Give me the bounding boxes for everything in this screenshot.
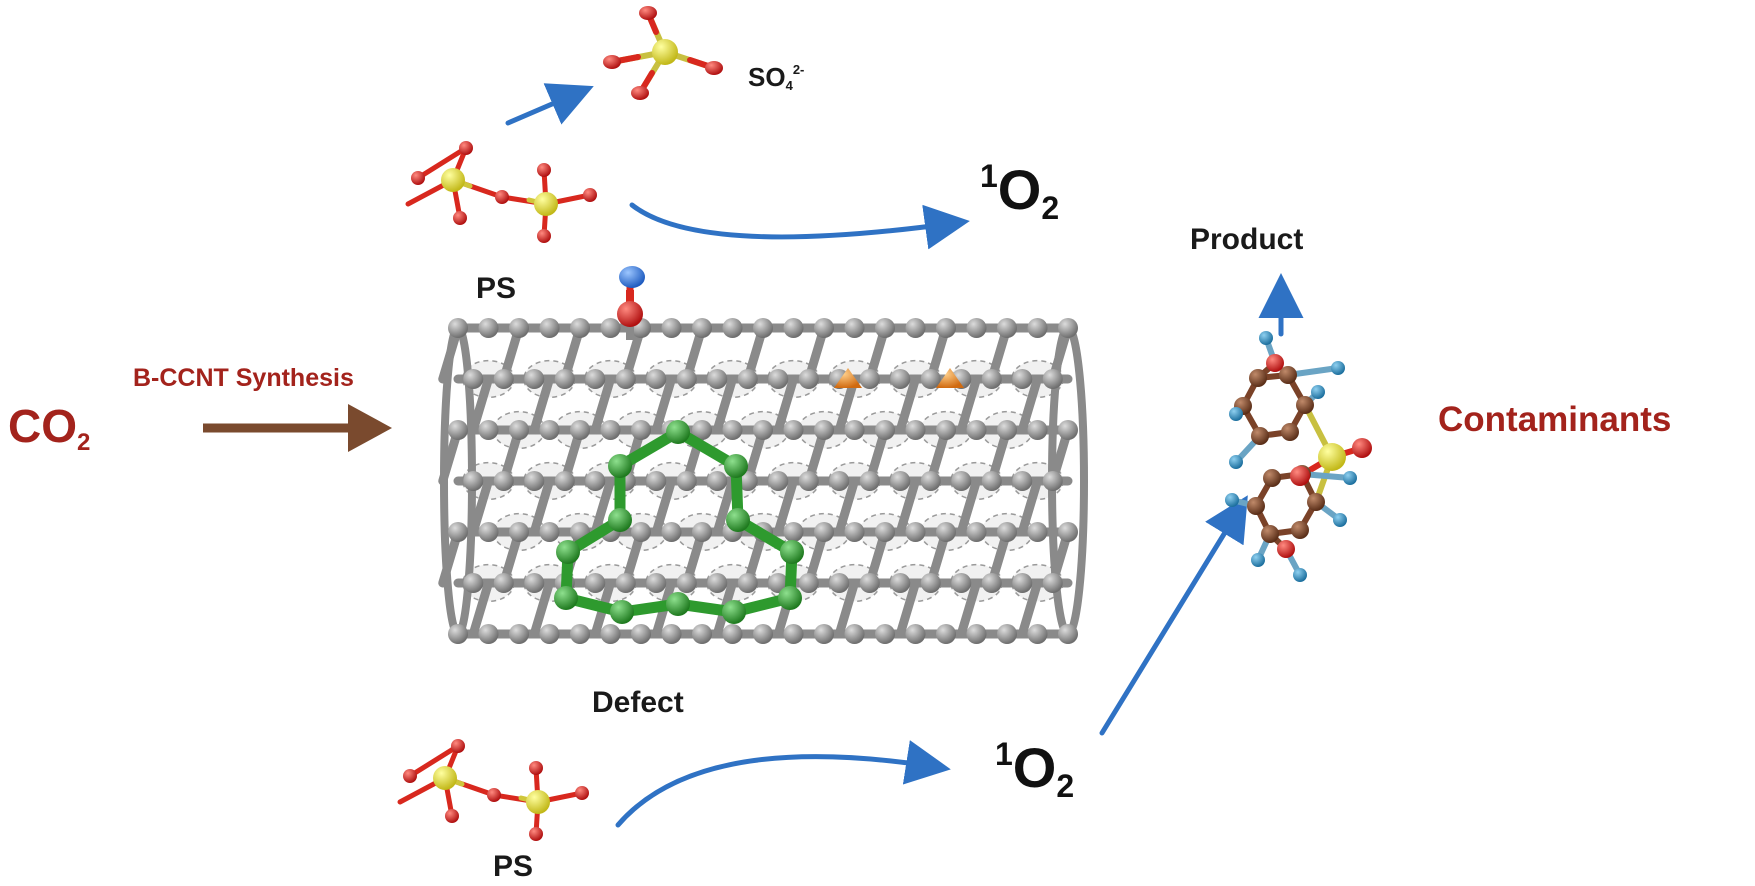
flow-arrows: [505, 83, 1304, 828]
sulfate-label: SO42-: [748, 62, 805, 93]
singlet-oxygen-bottom-label: 1O2: [995, 736, 1075, 804]
synthesis-arrow: [203, 404, 392, 452]
carbon-nanotube: [438, 266, 1088, 644]
ps-label-top: PS: [476, 272, 517, 305]
co2-label: CO2: [8, 400, 91, 456]
persulfate-molecule-bottom: [400, 739, 589, 841]
product-label: Product: [1190, 223, 1304, 256]
contaminants-label: Contaminants: [1438, 400, 1672, 439]
ps-label-bottom: PS: [493, 850, 534, 883]
synthesis-label: B-CCNT Synthesis: [133, 364, 354, 392]
persulfate-molecule: [405, 141, 597, 243]
bisphenol-s-molecule: [1225, 331, 1372, 582]
defect-label: Defect: [592, 686, 684, 719]
singlet-oxygen-top-label: 1O2: [980, 158, 1060, 226]
sulfate-molecule: [603, 6, 723, 100]
